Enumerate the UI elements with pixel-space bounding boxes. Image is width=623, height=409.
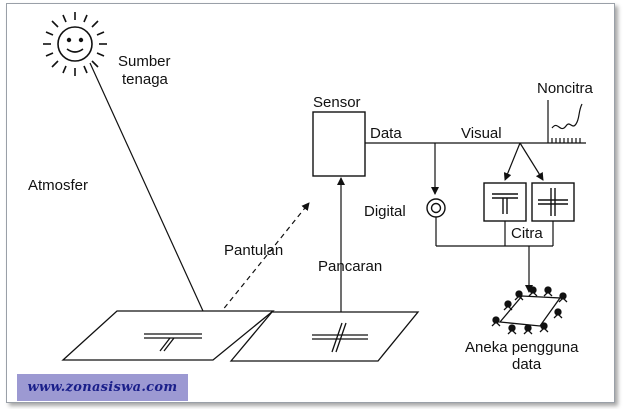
data-users-table-icon	[491, 286, 568, 335]
reflection-label: Pantulan	[224, 242, 283, 259]
sun-icon	[43, 12, 107, 76]
ground-parcel-left	[61, 310, 275, 361]
sensor-box	[312, 111, 366, 177]
ground-parcel-right	[229, 311, 420, 362]
digital-label: Digital	[364, 203, 406, 220]
visual-branch-arrow-left	[503, 142, 521, 181]
digital-disk-icon	[426, 198, 446, 218]
image-label: Citra	[511, 225, 543, 242]
visual-branch-arrow-right	[519, 142, 544, 181]
energy-source-label-line2: tenaga	[122, 71, 169, 88]
sensor-label: Sensor	[313, 94, 361, 111]
data-users-label-line1: Aneka pengguna	[465, 339, 579, 356]
data-users-label-line2: data	[512, 356, 542, 373]
emission-label: Pancaran	[318, 258, 382, 275]
energy-source-label-line1: Sumber	[118, 53, 171, 70]
visual-label: Visual	[461, 125, 502, 142]
image-box-left	[483, 182, 527, 222]
reflection-arrow	[212, 202, 310, 323]
atmosphere-label: Atmosfer	[28, 177, 88, 194]
image-box-right	[531, 182, 575, 222]
non-image-label: Noncitra	[537, 80, 594, 97]
watermark-banner: www.zonasiswa.com	[17, 374, 188, 401]
non-image-graph-icon	[547, 100, 583, 143]
data-label: Data	[370, 125, 402, 142]
incoming-ray-line	[89, 62, 209, 323]
watermark-text: www.zonasiswa.com	[27, 380, 178, 395]
